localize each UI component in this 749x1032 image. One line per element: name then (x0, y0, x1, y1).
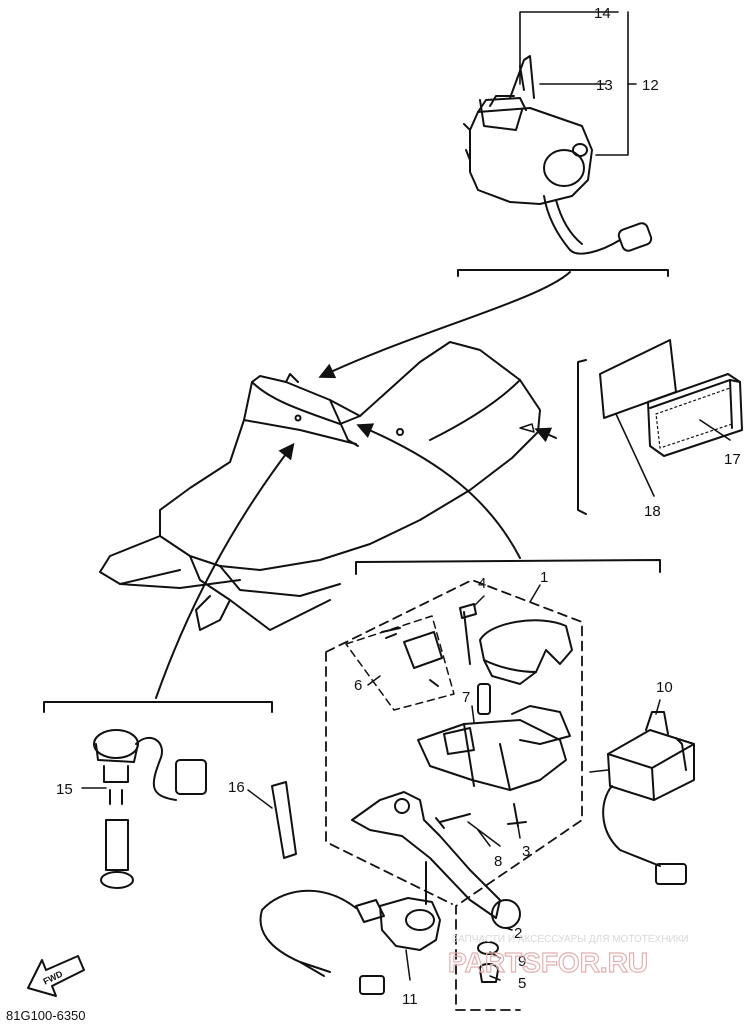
callout-11: 11 (402, 991, 418, 1008)
switch-assembly-15 (93, 729, 207, 889)
diagram-code: 81G100-6350 (6, 1008, 86, 1023)
callout-2: 2 (514, 925, 522, 942)
callout-13: 13 (596, 77, 613, 94)
fwd-label: FWD (41, 968, 64, 986)
callout-8: 8 (494, 853, 502, 870)
callout-6: 6 (354, 677, 362, 694)
callout-14: 14 (594, 5, 611, 22)
watermark-tagline: ЗАПЧАСТИ И АКСЕССУАРЫ ДЛЯ МОТОТЕХНИКИ (452, 934, 689, 945)
callout-17: 17 (724, 451, 741, 468)
callout-5: 5 (518, 975, 526, 992)
fwd-arrow-icon (27, 955, 85, 997)
callout-16: 16 (228, 779, 245, 796)
unit-10 (602, 711, 695, 885)
callout-18: 18 (644, 503, 661, 520)
callout-1: 1 (540, 569, 548, 586)
snowmobile-body (99, 341, 541, 631)
callout-9: 9 (518, 953, 526, 970)
callout-10: 10 (656, 679, 673, 696)
callout-3: 3 (522, 843, 530, 860)
callout-12: 12 (642, 77, 659, 94)
callout-4: 4 (478, 575, 486, 592)
lever-switch (259, 889, 441, 995)
callout-15: 15 (56, 781, 73, 798)
watermark-brand: PARTSFOR.RU (448, 947, 648, 978)
reflector (647, 373, 743, 457)
callout-7: 7 (462, 689, 470, 706)
